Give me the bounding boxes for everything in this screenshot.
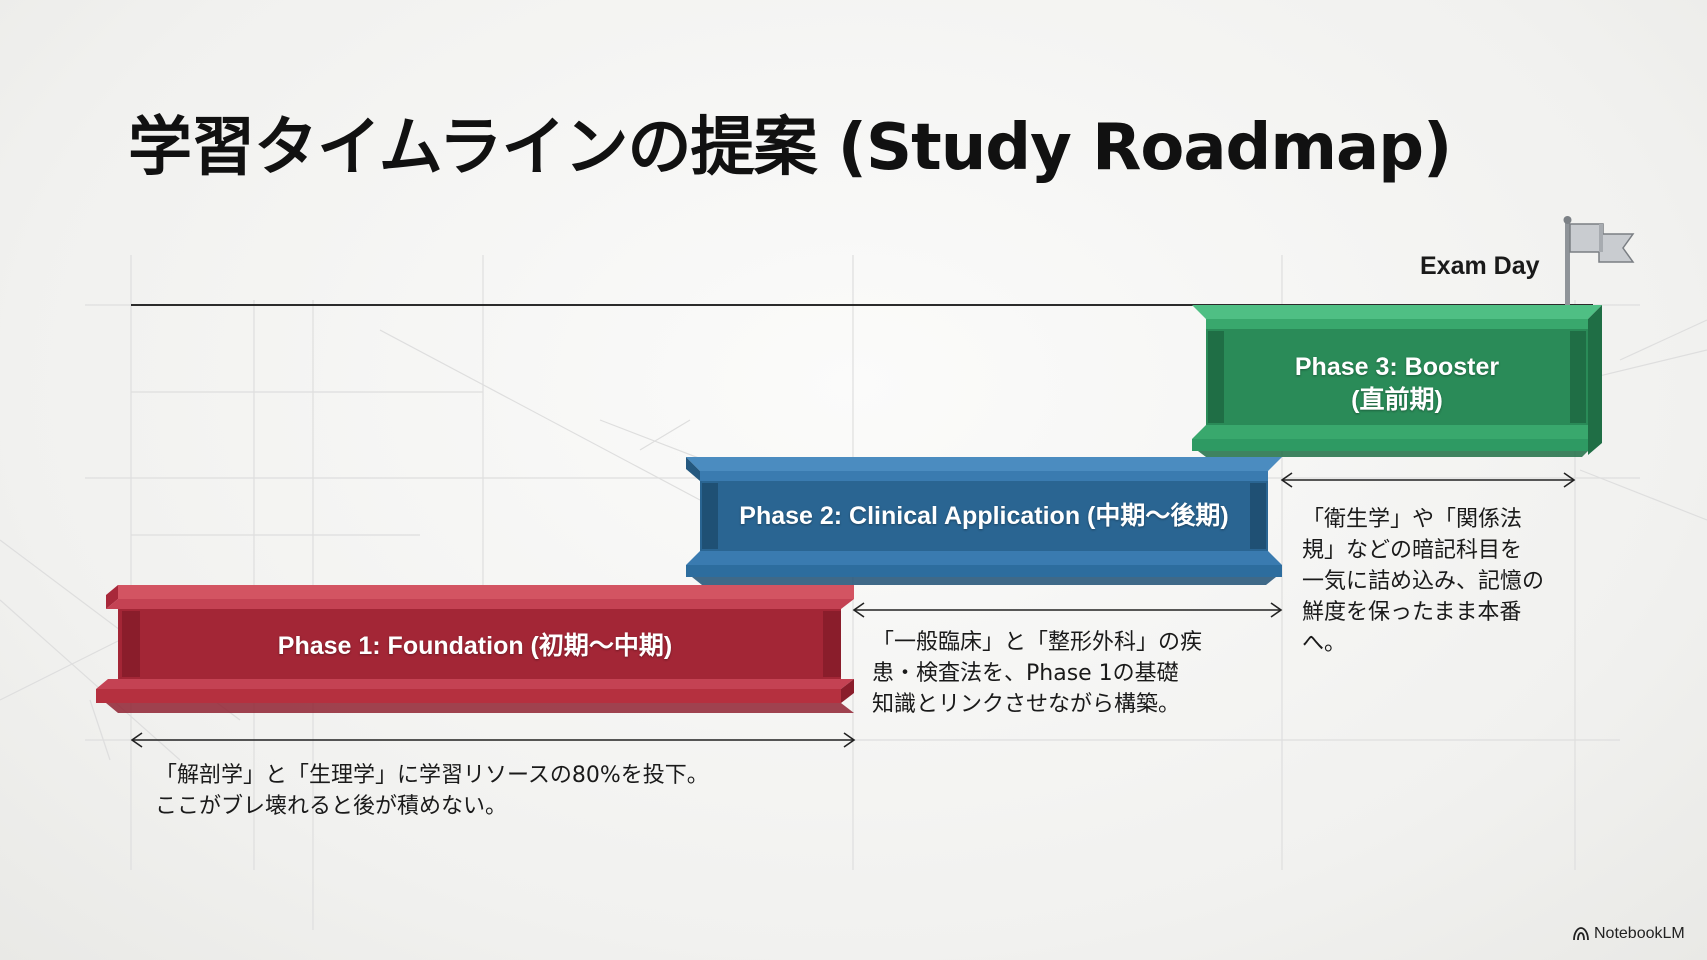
notebooklm-logo-icon	[1573, 927, 1589, 941]
phase-2-beam-shape	[686, 457, 1282, 585]
phase-1-label-line: Phase 1: Foundation (初期〜中期)	[277, 632, 673, 660]
phase-1-beam: Phase 1: Foundation (初期〜中期)	[96, 585, 854, 713]
phase-2-label-line: Phase 2: Clinical Application (中期〜後期)	[739, 502, 1229, 530]
exam-day-label: Exam Day	[1420, 252, 1540, 280]
phase-2-description: 「一般臨床」と「整形外科」の疾 患・検査法を、Phase 1の基礎 知識とリンク…	[872, 630, 1203, 717]
brand-text: NotebookLM	[1594, 925, 1685, 942]
phase-3-description: 「衛生学」や「関係法 規」などの暗記科目を 一気に詰め込み、記憶の 鮮度を保った…	[1302, 507, 1545, 656]
phase-1-beam-shape	[96, 585, 854, 713]
timeline-axis	[131, 304, 1593, 306]
phase-1-label: Phase 1: Foundation (初期〜中期)	[96, 630, 854, 663]
phase-3-beam-shape	[1192, 305, 1602, 457]
phase-3-beam: Phase 3: Booster (直前期)	[1192, 305, 1602, 457]
phase-1-description: 「解剖学」と「生理学」に学習リソースの80%を投下。 ここがブレ壊れると後が積め…	[155, 763, 709, 819]
phase-3-label-line-1: Phase 3: Booster	[1294, 353, 1500, 381]
phase-2-beam: Phase 2: Clinical Application (中期〜後期)	[686, 457, 1282, 585]
phase-3-span-arrow	[1280, 472, 1576, 488]
phase-1-span-arrow	[130, 732, 856, 748]
phase-2-span-arrow	[852, 602, 1283, 618]
phase-2-label: Phase 2: Clinical Application (中期〜後期)	[686, 500, 1282, 533]
phase-3-label: Phase 3: Booster (直前期)	[1192, 351, 1602, 417]
slide-title: 学習タイムラインの提案 (Study Roadmap)	[128, 111, 1452, 185]
phase-3-label-line-2: (直前期)	[1351, 386, 1443, 414]
notebooklm-brand: NotebookLM	[1573, 925, 1685, 943]
